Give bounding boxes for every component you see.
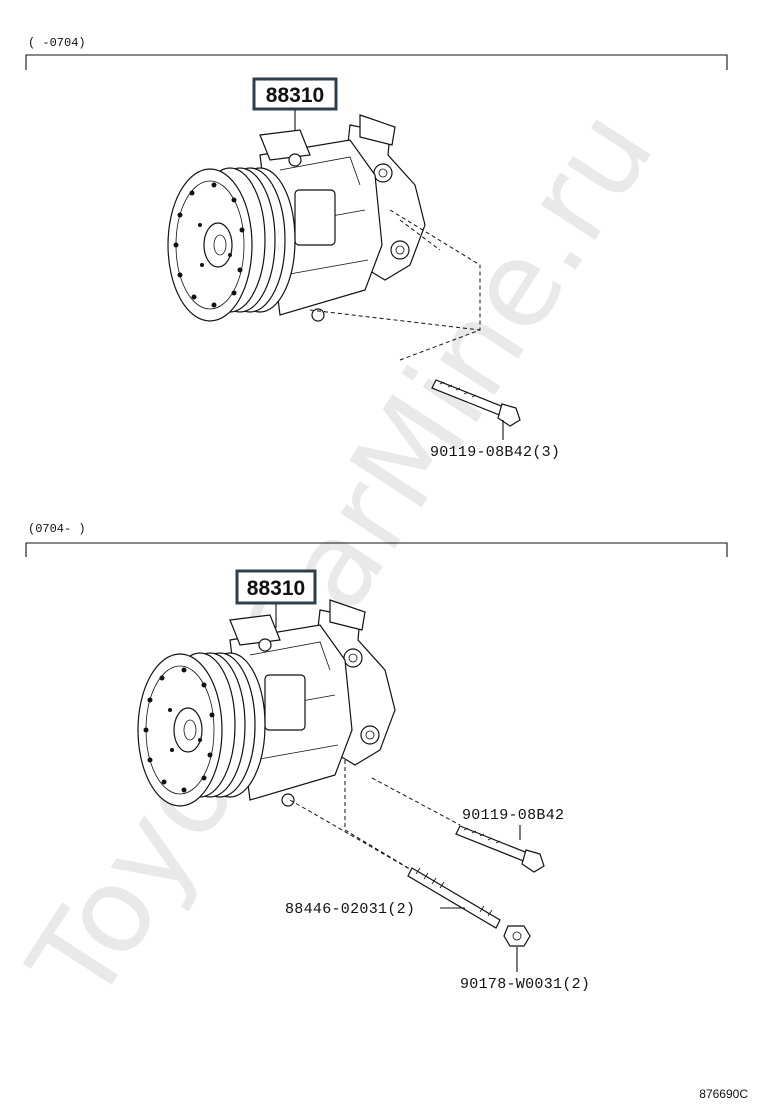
figure-id: 876690C [699,1087,748,1101]
section-1-range: ( -0704) [28,36,86,50]
section-1: ( -0704) 88310 90119-08B42(3) [25,36,728,461]
section-2-callout-2-label: 88446-02031(2) [285,901,415,918]
section-2-callout-box: 88310 [235,569,317,605]
section-1-bracket [25,54,728,70]
section-2-callout-3-label: 90178-W0031(2) [460,976,590,993]
section-2: (0704- ) 88310 90119-08B42 88446-02031(2… [25,522,728,993]
section-2-callout-1-label: 90119-08B42 [462,807,564,824]
section-2-range: (0704- ) [28,522,86,536]
section-1-callout-box: 88310 [252,77,338,111]
section-1-compressor-drawing [167,114,426,322]
section-2-nut-drawing [503,925,531,947]
section-1-callout-label: 90119-08B42(3) [430,444,560,461]
section-2-compressor-drawing [137,599,396,807]
section-1-part-number: 88310 [266,84,324,107]
section-2-bracket [25,542,728,557]
section-2-stud-drawing [407,867,501,929]
section-2-bolt-1-drawing [455,825,545,873]
section-2-part-number: 88310 [247,577,305,600]
